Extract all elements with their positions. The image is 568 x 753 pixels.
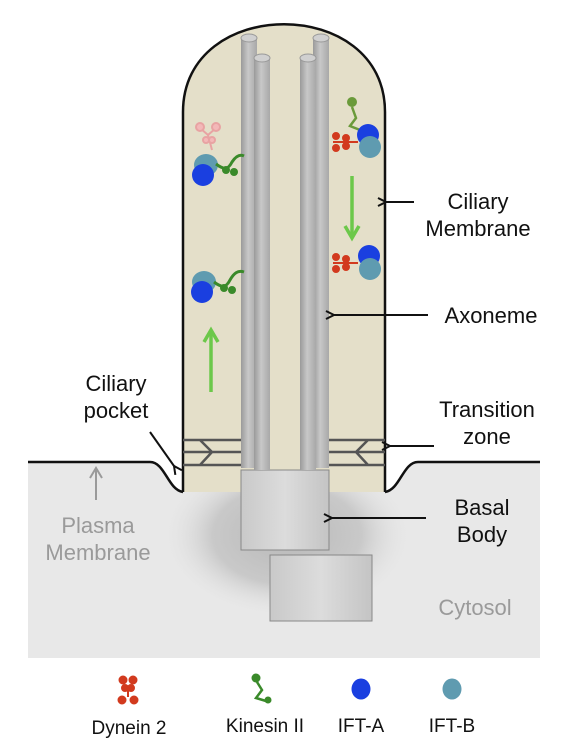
retrograde-arrow [343,176,361,242]
ciliary-pocket-label-line1: Ciliary [85,371,147,396]
ift-a-legend-icon [351,678,371,700]
anterograde-arrow [202,326,220,392]
basal-body-label-line1: Basal [454,495,510,520]
ift-train-right-lower [332,245,381,280]
transition-zone-fibers [183,438,385,467]
ciliary-membrane-label-line1: Ciliary [447,189,509,214]
ciliary-membrane-label-line2: Membrane [425,216,531,241]
cytosol-label: Cytosol [438,595,512,620]
ift-a-legend-label: IFT-A [337,716,385,737]
transition-zone-label: Transition zone [424,396,550,450]
transition-zone-label-line1: Transition [439,397,535,422]
ciliary-pocket-label: Ciliary pocket [66,370,166,424]
ciliary-pocket-label-line2: pocket [83,398,149,423]
ift-train-left-lower [191,269,245,303]
cilium-outline [181,23,387,492]
axoneme [240,33,330,470]
basal-body-label-line2: Body [456,522,508,547]
plasma-membrane-label-line2: Membrane [45,540,151,565]
ciliary-pocket-pointer [149,431,174,466]
transition-zone-label-line2: zone [463,424,511,449]
kinesin-ii-legend-label: Kinesin II [225,716,305,737]
ciliary-membrane-label: Ciliary Membrane [416,188,540,242]
basal-body-label: Basal Body [428,494,536,548]
plasma-membrane-pointer [89,466,103,500]
plasma-membrane-label: Plasma Membrane [28,512,168,566]
dynein-2-inactive [195,122,221,151]
axoneme-label: Axoneme [444,303,538,328]
plasma-membrane-label-line1: Plasma [61,513,135,538]
kinesin-ii-legend-icon [251,673,272,704]
dynein-2-legend-icon [117,675,139,705]
cilium-body [183,24,385,492]
plasma-membrane [28,460,540,494]
ift-b-legend-icon [442,678,462,700]
daughter-centriole [269,554,373,622]
basal-body [240,469,330,551]
dynein-2-legend-label: Dynein 2 [91,718,167,739]
ift-train-left-upper [192,122,245,186]
ift-b-legend-label: IFT-B [428,716,476,737]
ift-train-right-upper [332,97,381,158]
